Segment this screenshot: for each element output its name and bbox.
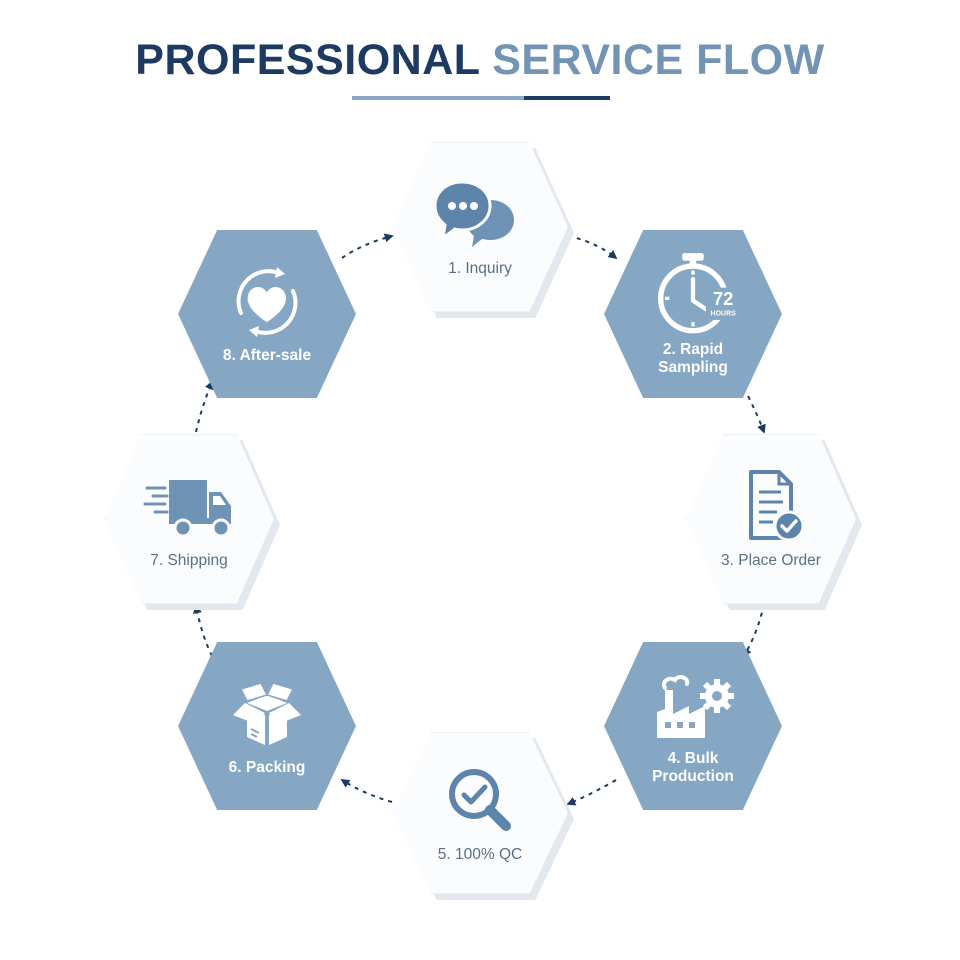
magnifier-check-icon <box>449 769 511 831</box>
stopwatch-72-hours-icon: 72 HOURS <box>658 253 741 334</box>
badge-unit: HOURS <box>711 311 737 318</box>
arrow-sampling-to-order <box>747 395 766 434</box>
step-label: 1. Inquiry <box>448 260 512 277</box>
step-packing: 6. Packing <box>178 642 356 810</box>
document-check-icon <box>749 470 805 542</box>
arrow-inquiry-to-sampling <box>567 235 618 260</box>
step-qc: 5. 100% QC <box>392 732 568 894</box>
delivery-truck-icon <box>143 480 231 538</box>
heart-cycle-icon <box>236 267 298 337</box>
arrow-production-to-qc <box>566 779 617 806</box>
step-after-sale: 8. After-sale <box>178 230 356 398</box>
arrow-shipping-to-aftersale <box>195 380 214 433</box>
page-title: PROFESSIONAL SERVICE FLOW <box>0 36 960 85</box>
step-label: 7. Shipping <box>150 552 228 569</box>
arrow-aftersale-to-inquiry <box>341 233 394 259</box>
arrow-order-to-production <box>743 603 765 658</box>
chat-bubbles-icon <box>434 180 514 247</box>
step-label: 8. After-sale <box>222 347 312 364</box>
step-place-order: 3. Place Order <box>686 434 856 604</box>
title-underline-light <box>352 96 524 100</box>
factory-gear-icon <box>657 675 734 738</box>
step-rapid-sampling: 72 HOURS 2. Rapid Sampling <box>604 230 782 398</box>
step-inquiry: 1. Inquiry <box>392 142 568 312</box>
title-part-2: SERVICE FLOW <box>492 36 825 84</box>
step-label: 4. Bulk Production <box>652 750 734 785</box>
title-part-1: PROFESSIONAL <box>135 36 480 84</box>
step-bulk-production: 4. Bulk Production <box>604 642 782 810</box>
step-label: 2. Rapid Sampling <box>658 341 728 376</box>
step-label: 3. Place Order <box>721 552 821 569</box>
step-shipping: 7. Shipping <box>104 434 274 604</box>
step-label: 5. 100% QC <box>437 846 523 863</box>
arrow-packing-to-shipping <box>193 604 213 657</box>
step-label: 6. Packing <box>228 759 306 776</box>
title-underline-dark <box>524 96 610 100</box>
open-box-icon <box>233 682 301 745</box>
arrow-qc-to-packing <box>340 779 393 803</box>
badge-number: 72 <box>713 288 733 309</box>
